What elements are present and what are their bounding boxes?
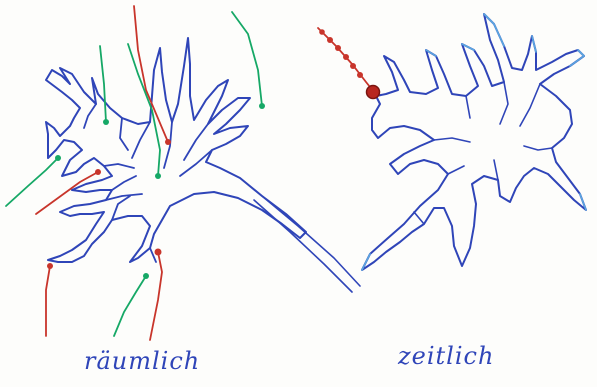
caption-raeumlich: räumlich [84,347,200,375]
left-input-wires [6,6,265,340]
right-neuron-icon [362,14,586,270]
right-input-spike-train [318,28,380,99]
left-neuron-icon [46,38,360,292]
caption-zeitlich: zeitlich [398,342,494,370]
